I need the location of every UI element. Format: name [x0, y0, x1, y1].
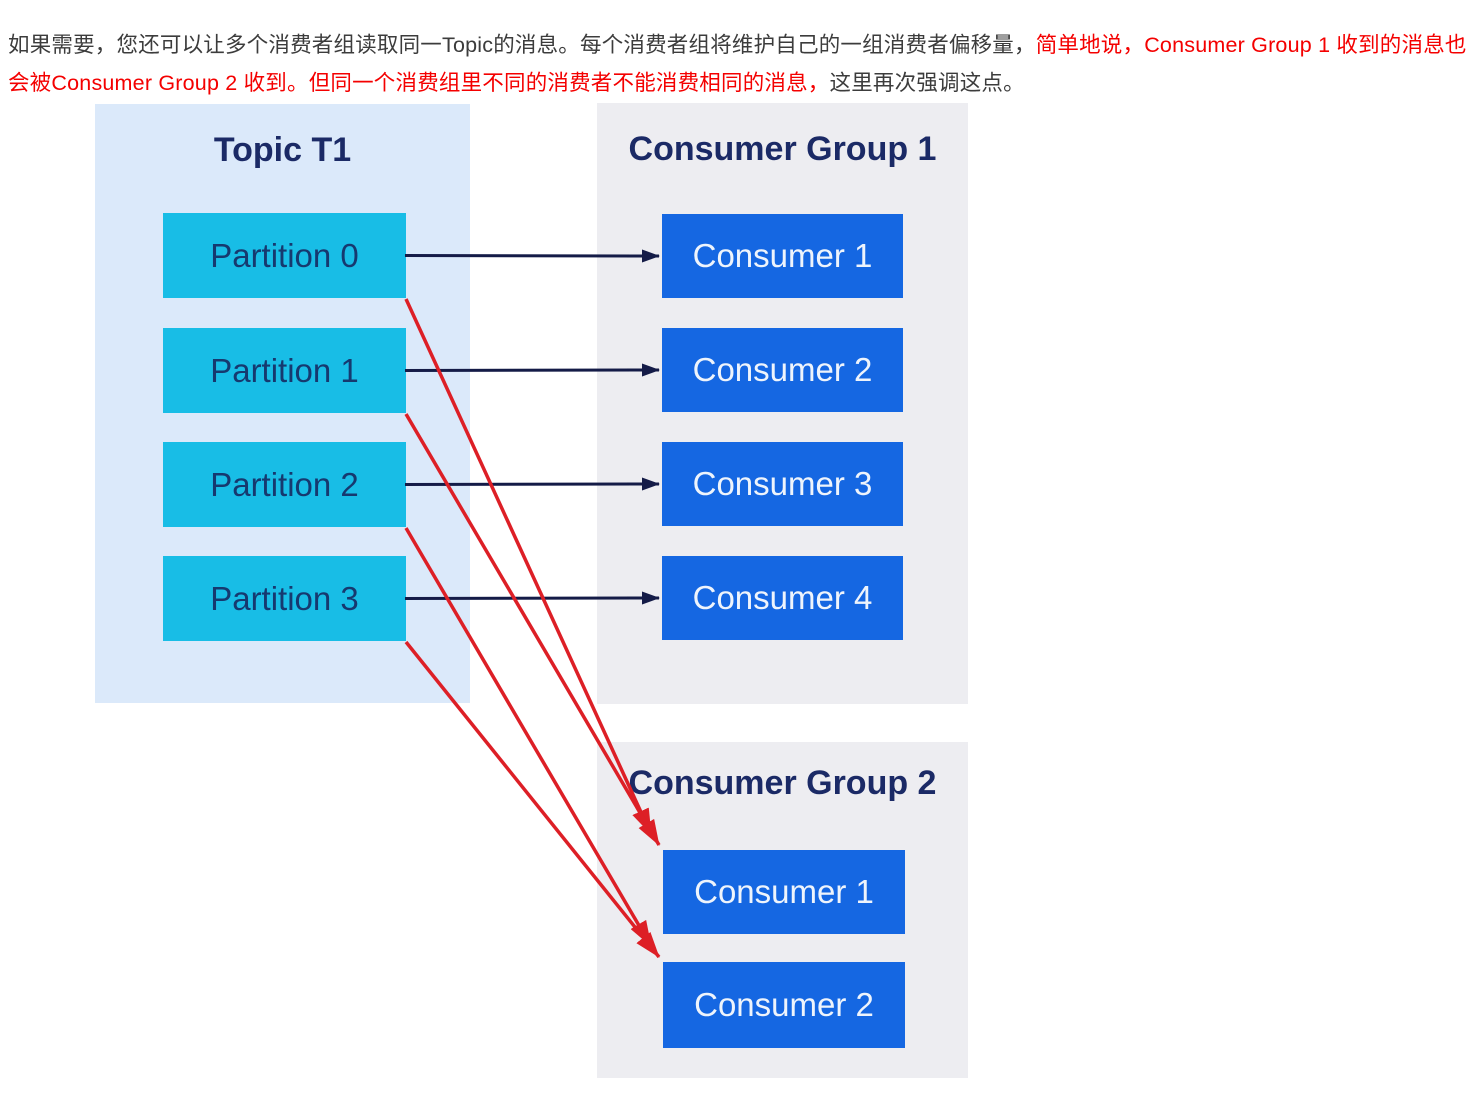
- partition-2-box: Partition 2: [163, 442, 406, 527]
- group2-consumer-2-box: Consumer 2: [663, 962, 905, 1048]
- group1-consumer-2-box: Consumer 2: [662, 328, 903, 412]
- group1-consumer-1-box: Consumer 1: [662, 214, 903, 298]
- group1-consumer-3-box: Consumer 3: [662, 442, 903, 526]
- partition-3-box: Partition 3: [163, 556, 406, 641]
- group2-consumer-1-box: Consumer 1: [663, 850, 905, 934]
- partition-0-box: Partition 0: [163, 213, 406, 298]
- group1-consumer-4-box: Consumer 4: [662, 556, 903, 640]
- intro-text-red: 简单地说，Consumer Group 1 收到的消息也会被Consumer G…: [8, 32, 1467, 96]
- partition-1-box: Partition 1: [163, 328, 406, 413]
- topic-title: Topic T1: [213, 131, 352, 169]
- intro-text-gray-1: 如果需要，您还可以让多个消费者组读取同一Topic的消息。每个消费者组将维护自己…: [8, 32, 1036, 57]
- consumer-group-2-title: Consumer Group 2: [628, 764, 937, 802]
- consumer-group-1-title: Consumer Group 1: [628, 130, 937, 168]
- intro-paragraph: 如果需要，您还可以让多个消费者组读取同一Topic的消息。每个消费者组将维护自己…: [8, 26, 1468, 103]
- intro-text-gray-2: 这里再次强调这点。: [829, 71, 1025, 95]
